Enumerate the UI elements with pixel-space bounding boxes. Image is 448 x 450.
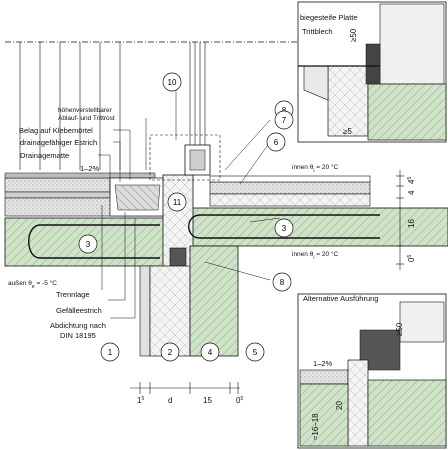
label-sealing-1: Abdichtung nach bbox=[50, 321, 106, 330]
balcony-covering bbox=[4, 172, 156, 179]
wall-concrete bbox=[189, 245, 239, 357]
dim-bottom-3: 15 bbox=[203, 396, 212, 405]
label-drain-screed: drainagefähiger Estrich bbox=[20, 138, 97, 147]
interior-insulation bbox=[209, 193, 371, 207]
svg-text:7: 7 bbox=[282, 116, 287, 125]
detail-bottom-dim-b: ≈16–18 bbox=[311, 413, 320, 440]
detail-top-step: Trittblech bbox=[302, 27, 333, 36]
callout-3-right: 3 bbox=[274, 218, 294, 238]
label-drain-mat: Drainagematte bbox=[20, 151, 69, 160]
interior-covering bbox=[209, 175, 371, 183]
dim-bottom-4: 05 bbox=[236, 396, 243, 405]
svg-text:8: 8 bbox=[280, 278, 285, 287]
callout-11: 11 bbox=[167, 192, 187, 212]
window-mullions bbox=[19, 42, 206, 170]
detail-bottom-title: Alternative Ausführung bbox=[303, 294, 378, 303]
label-inside-temp-1: innen θi = 20 °C bbox=[292, 163, 338, 174]
svg-text:3: 3 bbox=[282, 224, 287, 233]
dim-right-4: 05 bbox=[407, 255, 416, 262]
detail-top-dim-a: ≥50 bbox=[349, 28, 358, 42]
callout-1: 1 bbox=[100, 342, 120, 362]
dim-bottom-1: 15 bbox=[137, 396, 144, 405]
svg-text:3: 3 bbox=[86, 240, 91, 249]
interior-screed bbox=[209, 181, 371, 195]
label-outside-temp: außen θe = -5 °C bbox=[8, 279, 57, 290]
callouts: 10 8 7 6 11 3 3 8 1 2 4 5 bbox=[78, 72, 294, 362]
callout-5: 5 bbox=[245, 342, 265, 362]
svg-text:10: 10 bbox=[168, 78, 177, 87]
detail-top-dim-b: ≥5 bbox=[343, 127, 352, 136]
detail-bottom: Alternative Ausführung 1–2% ≥50 ≈16–18 2… bbox=[297, 293, 447, 449]
window-sill-dashed bbox=[149, 134, 221, 181]
callout-10: 10 bbox=[162, 72, 182, 92]
detail-top: biegesteife Platte Trittblech ≥50 ≥5 bbox=[297, 1, 447, 143]
label-separation: Trennlage bbox=[56, 290, 90, 299]
svg-text:4: 4 bbox=[208, 348, 213, 357]
label-slope: 1–2% bbox=[80, 164, 100, 173]
callout-4: 4 bbox=[200, 342, 220, 362]
callout-6: 7 bbox=[274, 110, 294, 130]
detail-top-plate: biegesteife Platte bbox=[300, 13, 358, 22]
label-grating-1: höhenverstellbarer bbox=[58, 107, 113, 114]
rebar bbox=[28, 214, 380, 259]
dim-bottom-2: d bbox=[168, 396, 172, 405]
label-grating-2: Ablauf- und Trittrost bbox=[58, 115, 115, 122]
detail-bottom-dim-a: ≥50 bbox=[395, 322, 404, 336]
svg-text:5: 5 bbox=[253, 348, 258, 357]
label-slope-screed: Gefälleestrich bbox=[56, 306, 102, 315]
svg-text:1: 1 bbox=[108, 348, 113, 357]
bottom-dimensions bbox=[130, 382, 240, 394]
detail-bottom-dim-c: 20 bbox=[335, 401, 344, 410]
svg-text:11: 11 bbox=[173, 198, 182, 207]
label-sealing-2: DIN 18195 bbox=[60, 331, 96, 340]
callout-7: 6 bbox=[266, 132, 286, 152]
main-section: höhenverstellbarer Ablauf- und Trittrost… bbox=[4, 41, 448, 405]
dim-right-1: 45 bbox=[407, 177, 416, 184]
wall-insulation bbox=[149, 265, 191, 357]
thermal-break-core bbox=[169, 247, 187, 267]
svg-text:6: 6 bbox=[274, 138, 279, 147]
label-covering: Belag auf Klebemörtel bbox=[19, 126, 93, 135]
label-inside-temp-2: innen θi = 20 °C bbox=[292, 250, 338, 261]
callout-2: 2 bbox=[160, 342, 180, 362]
wall-plaster bbox=[139, 265, 151, 357]
dim-right-2: 4 bbox=[407, 190, 416, 195]
svg-text:2: 2 bbox=[168, 348, 173, 357]
callout-3-left: 3 bbox=[78, 234, 98, 254]
svg-text:8: 8 bbox=[282, 106, 287, 115]
leader-lines bbox=[98, 86, 281, 319]
dim-right-3: 16 bbox=[407, 219, 416, 228]
callout-9: 8 bbox=[272, 272, 292, 292]
right-dimensions bbox=[396, 170, 404, 270]
detail-bottom-slope: 1–2% bbox=[313, 359, 333, 368]
